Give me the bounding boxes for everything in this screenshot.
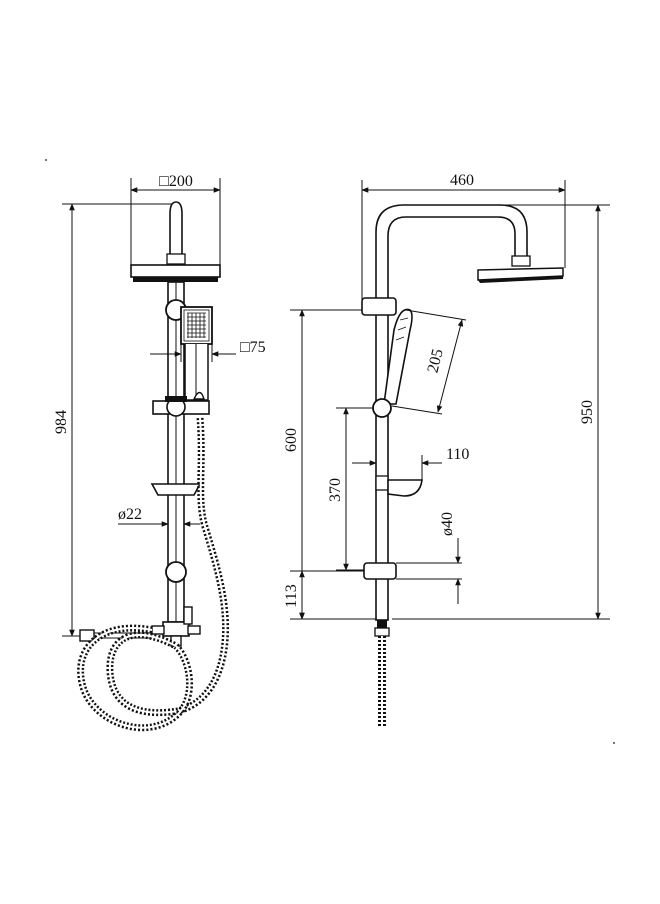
side-height-dimension: 950 [392, 204, 610, 620]
side-slide-range-dimension: 600 [283, 309, 376, 620]
side-base-height-label: 113 [283, 584, 300, 607]
side-inlet-fitting [374, 620, 390, 637]
front-lower-ball-bracket [165, 561, 187, 583]
print-mark [613, 742, 615, 744]
side-soap-dish [375, 475, 423, 497]
side-gooseneck-arm [375, 204, 531, 300]
side-bracket-diameter-dimension: ø40 [396, 512, 462, 604]
side-base-height-dimension: 113 [283, 570, 364, 620]
front-total-height-label: 984 [53, 410, 70, 434]
front-handset-dimension: □75 [150, 339, 266, 362]
front-pipe-diameter-dimension: ø22 [118, 506, 200, 527]
side-ball-joint [372, 398, 392, 418]
side-lower-bracket [363, 562, 397, 580]
side-soap-dish-depth-label: 110 [446, 446, 469, 463]
front-head-width-dimension: □200 [130, 173, 221, 268]
side-arm-reach-dimension: 460 [361, 172, 566, 300]
front-rain-head [130, 264, 221, 282]
side-top-bracket [361, 297, 397, 316]
print-mark [45, 159, 47, 161]
side-handset-length-label: 205 [424, 347, 446, 374]
side-arm-reach-label: 460 [450, 172, 474, 189]
front-height-dimension: 984 [53, 203, 176, 637]
side-mid-height-label: 370 [327, 478, 344, 502]
side-slide-range-label: 600 [283, 428, 300, 452]
front-handset-size-label: □75 [240, 339, 266, 356]
side-bracket-diameter-label: ø40 [439, 512, 456, 536]
side-hand-shower [383, 308, 413, 405]
front-pipe-diameter-label: ø22 [118, 506, 142, 523]
side-rain-head [477, 267, 564, 283]
front-shower-arm [169, 201, 183, 259]
front-flexible-hose [77, 417, 230, 732]
side-mid-height-dimension: 370 [327, 407, 374, 571]
front-arm-joint [166, 253, 186, 265]
front-slider-bracket [152, 391, 210, 417]
side-soap-dish-depth-dimension: 110 [352, 446, 469, 480]
front-soap-dish [150, 483, 202, 496]
front-head-size-label: □200 [159, 173, 193, 190]
front-hand-shower [180, 306, 213, 401]
front-view: □200 984 [53, 173, 266, 732]
side-view: 460 950 [283, 172, 610, 728]
side-total-height-label: 950 [579, 400, 596, 424]
side-handset-length-dimension: 205 [391, 309, 467, 415]
